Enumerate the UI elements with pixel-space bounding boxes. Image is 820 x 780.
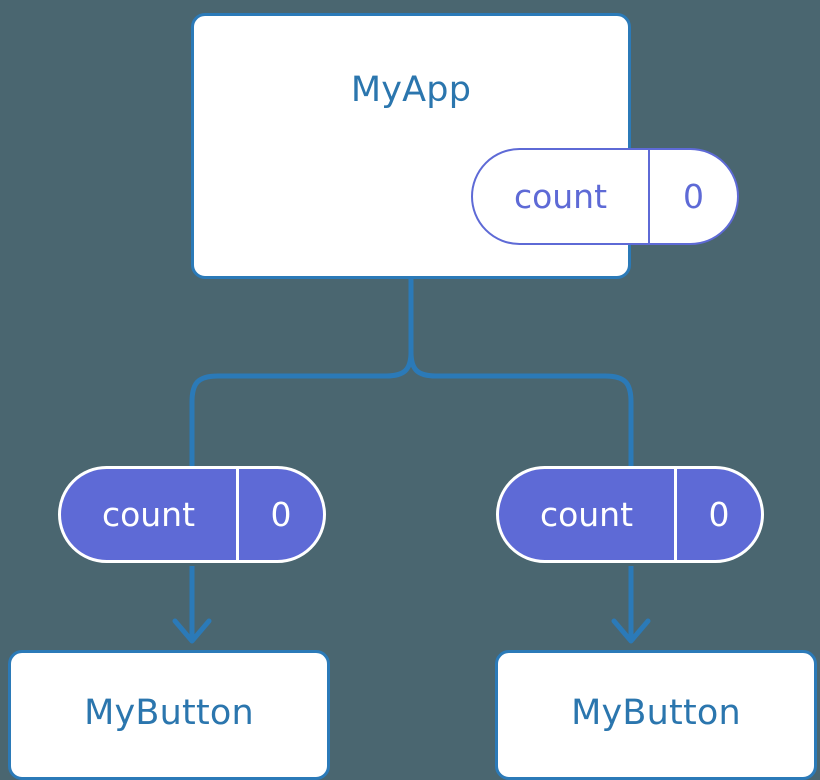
component-name-mybutton: MyButton [571,693,741,733]
props-value-label: 0 [674,469,761,560]
props-key-label: count [539,495,634,534]
fork-branch-right [408,349,634,473]
component-name-myapp: MyApp [350,70,472,110]
state-value-label: 0 [648,150,737,243]
props-key-label: count [101,495,196,534]
arrow-head-right-icon [611,618,651,644]
props-pill-child-0[interactable]: count 0 [58,466,326,563]
fork-branch-left [189,349,414,473]
component-card-mybutton-1[interactable]: MyButton [495,650,817,780]
props-value-label: 0 [236,469,323,560]
component-card-mybutton-0[interactable]: MyButton [8,650,330,780]
props-pill-child-1[interactable]: count 0 [496,466,764,563]
arrow-head-left-icon [172,618,212,644]
state-key-label: count [513,177,608,216]
component-name-mybutton: MyButton [84,693,254,733]
state-pill-myapp[interactable]: count 0 [471,148,739,245]
component-card-myapp[interactable]: MyApp count 0 [191,13,739,279]
